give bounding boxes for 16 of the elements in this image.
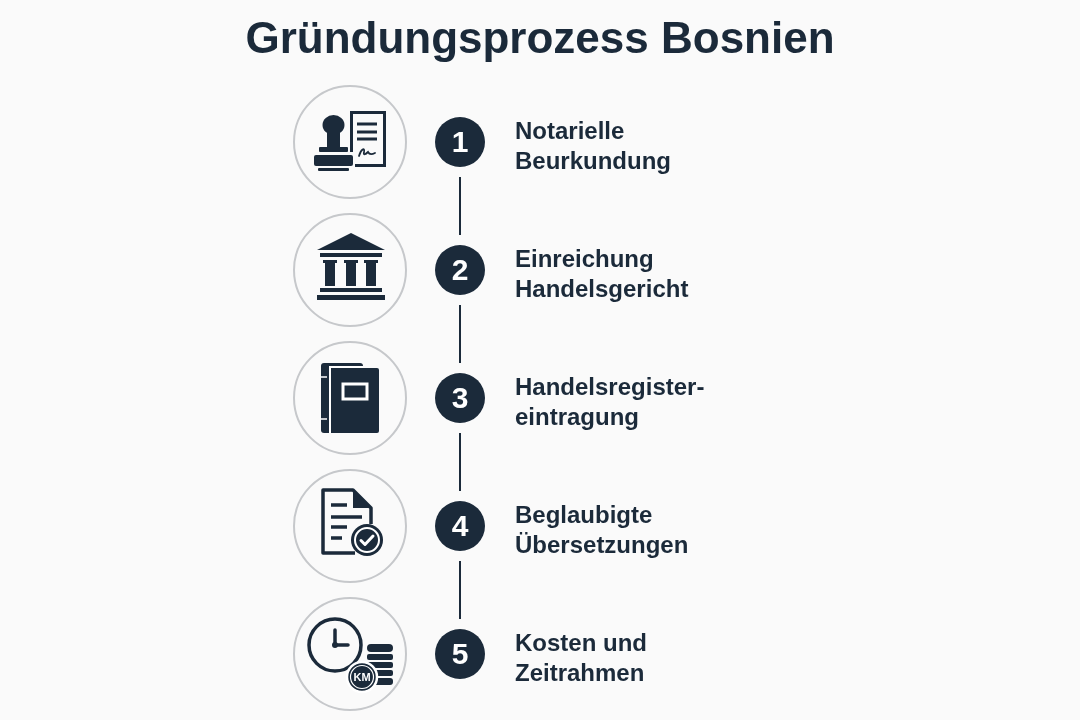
- currency-label: KM: [353, 671, 371, 683]
- step-number-badge: 4: [435, 501, 485, 551]
- step-number-badge: 1: [435, 117, 485, 167]
- connector-line: [459, 432, 461, 492]
- step-label: Beglaubigte Übersetzungen: [515, 500, 690, 560]
- title: Gründungsprozess Bosnien: [245, 12, 835, 64]
- step-label: Handelsregister-eintragung: [515, 372, 706, 432]
- connector-line: [459, 176, 461, 236]
- connector-line: [459, 304, 461, 364]
- step-label: Notarielle Beurkundung: [515, 116, 672, 176]
- step-number-badge: 2: [435, 245, 485, 295]
- connector-line: [459, 560, 461, 620]
- step-label: Einreichung Handelsgericht: [515, 244, 690, 304]
- step-label: Kosten und Zeitrahmen: [515, 628, 648, 688]
- step-number-badge: 3: [435, 373, 485, 423]
- step-number-badge: 5: [435, 629, 485, 679]
